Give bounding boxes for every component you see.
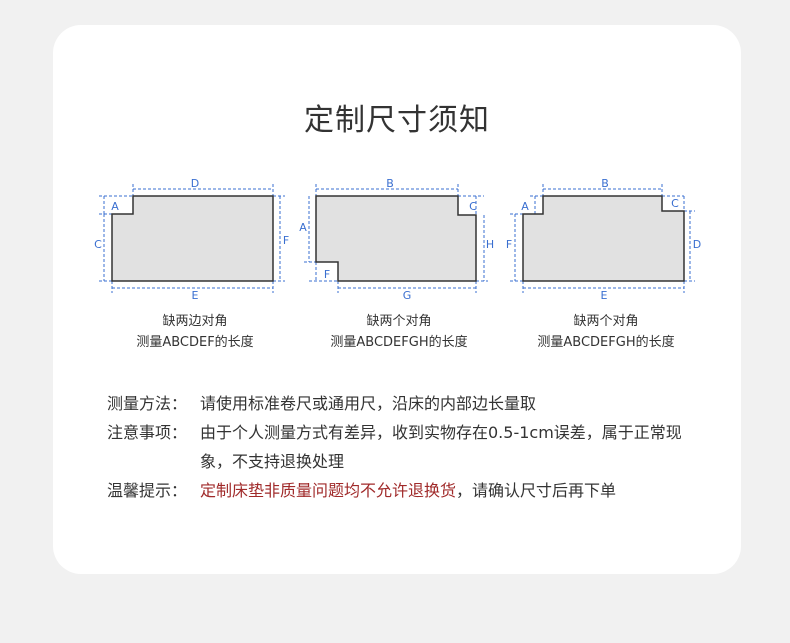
diagram-3-caption: 缺两个对角 测量ABCDEFGH的长度 [496,311,716,353]
label-g: G [403,289,412,302]
caption-line-2: 测量ABCDEF的长度 [136,335,254,350]
label-a: A [299,221,307,234]
tip-text: ，请确认尺寸后再下单 [456,481,617,500]
tip-row: 温馨提示： 定制床垫非质量问题均不允许退换货，请确认尺寸后再下单 [107,476,700,505]
attention-row: 注意事项： 由于个人测量方式有差异，收到实物存在0.5-1cm误差，属于正常现象… [107,418,700,476]
label-b: B [386,177,394,190]
label-c: C [94,238,102,251]
caption-line-1: 缺两边对角 [162,314,228,329]
shape-1 [111,195,274,282]
label-h: H [486,238,494,251]
diagram-1-caption: 缺两边对角 测量ABCDEF的长度 [85,311,305,353]
method-label: 测量方法： [107,394,188,413]
caption-line-1: 缺两个对角 [366,314,432,329]
label-f: F [324,268,330,281]
tip-text-wrapper: 定制床垫非质量问题均不允许退换货，请确认尺寸后再下单 [200,476,700,505]
method-row: 测量方法： 请使用标准卷尺或通用尺，沿床的内部边长量取 [107,389,700,418]
attention-label: 注意事项： [107,423,188,442]
page-title: 定制尺寸须知 [304,103,490,138]
label-e: E [601,289,608,302]
label-d: D [693,238,701,251]
label-e: E [192,289,199,302]
label-f: F [283,234,289,247]
label-f: F [506,238,512,251]
caption-line-2: 测量ABCDEFGH的长度 [330,335,468,350]
label-a: A [521,200,529,213]
label-d: D [191,177,199,190]
notes-section: 测量方法： 请使用标准卷尺或通用尺，沿床的内部边长量取 注意事项： 由于个人测量… [107,389,700,505]
caption-line-2: 测量ABCDEFGH的长度 [537,335,675,350]
diagram-2-caption: 缺两个对角 测量ABCDEFGH的长度 [289,311,509,353]
label-a: A [111,200,119,213]
label-c: C [671,197,679,210]
info-card: 定制尺寸须知 [53,25,741,574]
tip-label: 温馨提示： [107,481,188,500]
caption-line-1: 缺两个对角 [573,314,639,329]
method-text: 请使用标准卷尺或通用尺，沿床的内部边长量取 [200,394,537,413]
shape-2 [315,195,477,282]
shape-3 [522,195,685,282]
label-c: C [469,200,477,213]
tip-warning: 定制床垫非质量问题均不允许退换货 [200,481,457,500]
label-b: B [601,177,609,190]
attention-text: 由于个人测量方式有差异，收到实物存在0.5-1cm误差，属于正常现象，不支持退换… [200,423,682,471]
